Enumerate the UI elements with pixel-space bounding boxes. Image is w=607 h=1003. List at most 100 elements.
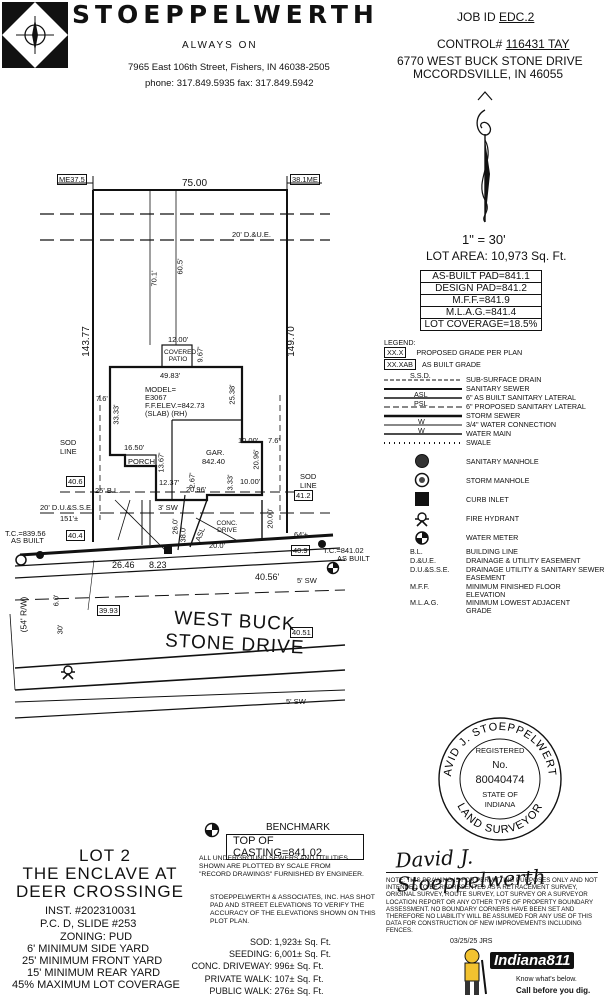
area-table: SOD: 1,923± Sq. Ft. SEEDING: 6,001± Sq. … bbox=[190, 936, 370, 997]
abbr-bl-text: BUILDING LINE bbox=[466, 547, 518, 556]
subdivision-1: THE ENCLAVE AT bbox=[22, 864, 178, 883]
conc-drive-label: CONC. DRIVE bbox=[216, 520, 238, 534]
grade-40-6: 40.6 bbox=[66, 476, 85, 487]
dim-25-38: 25.38' bbox=[227, 384, 237, 405]
subdivision-2: DEER CROSSINGE bbox=[16, 882, 184, 901]
grade-41-2: 41.2 bbox=[294, 490, 313, 501]
legend-asbuilt-text: AS BUILT GRADE bbox=[421, 360, 481, 369]
fire-hydrant-icon bbox=[415, 512, 429, 527]
area-row: PRIVATE WALK: 107± Sq. Ft. bbox=[190, 973, 370, 985]
site-address-2: MCCORDSVILLE, IN 46055 bbox=[413, 67, 564, 81]
legend-line-1: SANITARY SEWER bbox=[466, 384, 530, 393]
dim-13-67: 13.67' bbox=[156, 452, 166, 473]
seal-no: No. bbox=[492, 760, 508, 771]
patio-height: 9.67' bbox=[195, 346, 205, 363]
site-address-1: 6770 WEST BUCK STONE DRIVE bbox=[397, 54, 583, 68]
control-value: 116431 TAY bbox=[505, 37, 570, 51]
model-label: MODEL= bbox=[145, 385, 177, 394]
note-elevations: STOEPPELWERTH & ASSOCIATES, INC. HAS SHO… bbox=[210, 894, 376, 925]
legend-proposed-code: XX.X bbox=[384, 347, 407, 358]
dim-10-00-a: 10.00' bbox=[238, 436, 259, 445]
legend-line-3: 6" PROPOSED SANITARY LATERAL bbox=[466, 402, 586, 411]
dim-20-0: 20.0' bbox=[209, 541, 226, 550]
north-arrow-icon bbox=[476, 91, 493, 223]
dim-40-56: 40.56' bbox=[255, 572, 280, 582]
area-label: PRIVATE WALK: bbox=[204, 973, 272, 984]
control-number: CONTROL# 116431 TAY bbox=[437, 37, 570, 51]
drawing-date: 03/25/25 JRS bbox=[450, 938, 493, 945]
legend-line-symbols bbox=[384, 379, 462, 444]
legend-symbol-2: CURB INLET bbox=[466, 495, 509, 504]
grade-40-9: 40.9 bbox=[291, 545, 310, 556]
company-tagline: ALWAYS ON bbox=[182, 40, 258, 51]
legend-symbol-3: FIRE HYDRANT bbox=[466, 514, 520, 523]
dim-64: 64'± bbox=[294, 530, 308, 539]
dim-60-5: 60.5' bbox=[175, 258, 185, 275]
right-depth: 149.70 bbox=[285, 326, 297, 357]
dim-20-96-v: 20.96' bbox=[251, 449, 261, 470]
dim-20-00: 20.00' bbox=[265, 508, 275, 529]
legend-proposed: XX.X PROPOSED GRADE PER PLAN bbox=[384, 347, 523, 358]
dim-33-33: 33.33' bbox=[111, 404, 121, 425]
dim-6-0: 6.0' bbox=[51, 594, 61, 607]
grade-40-51: 40.51 bbox=[290, 627, 313, 638]
seal-state-of: STATE OF bbox=[482, 790, 518, 799]
area-row: SEEDING: 6,001± Sq. Ft. bbox=[190, 948, 370, 960]
dim-151: 151'± bbox=[60, 514, 79, 523]
indiana811-logo: Indiana811 Know what's below. Call befor… bbox=[456, 946, 606, 1001]
job-id: JOB ID EDC.2 bbox=[457, 10, 534, 24]
job-id-label: JOB ID bbox=[457, 10, 496, 24]
indiana811-tag1: Know what's below. bbox=[516, 976, 577, 983]
patio-width: 12.00' bbox=[168, 335, 189, 344]
area-value: 107± Sq. Ft. bbox=[274, 973, 324, 984]
dim-26-46: 26.46 bbox=[112, 560, 135, 570]
indiana811-brand: Indiana811 bbox=[490, 952, 575, 969]
top-width: 75.00 bbox=[182, 178, 208, 189]
area-value: 996± Sq. Ft. bbox=[274, 961, 324, 972]
front-easement: 20' D.U.&S.S.E. bbox=[40, 503, 94, 512]
abbr-due-text: DRAINAGE & UTILITY EASEMENT bbox=[466, 556, 581, 565]
company-name: STOEPPELWERTH bbox=[72, 0, 379, 29]
note-disclaimer: NOTE: THIS DRAWING IS FOR PERMITTING PUR… bbox=[386, 877, 598, 935]
legend-title: LEGEND: bbox=[384, 338, 416, 347]
dim-30: 30' bbox=[55, 624, 65, 635]
area-label: PUBLIC WALK: bbox=[209, 985, 272, 996]
as-built-pad: AS-BUILT PAD=841.1 bbox=[421, 271, 541, 283]
curb-inlet-icon bbox=[415, 492, 429, 506]
legend-symbol-1: STORM MANHOLE bbox=[466, 476, 530, 485]
sod-line-right: SOD LINE bbox=[300, 472, 317, 490]
area-row: CONC. DRIVEWAY: 996± Sq. Ft. bbox=[190, 960, 370, 972]
garage-label: GAR. bbox=[206, 448, 225, 457]
abbr-mff-text: MINIMUM FINISHED FLOOR ELEVATION bbox=[466, 582, 561, 599]
abbr-mff: M.F.F. bbox=[410, 582, 430, 591]
building-line: 25' B.L. bbox=[95, 486, 121, 495]
grade-40-4: 40.4 bbox=[66, 530, 85, 541]
compass-logo-icon bbox=[2, 2, 68, 68]
plat-cabinet: P.C. D, SLIDE #253 bbox=[40, 918, 137, 930]
sidewalk-5-bottom: 5' SW bbox=[286, 697, 306, 706]
signature-line bbox=[386, 872, 598, 873]
patio-label: COVERED PATIO bbox=[164, 349, 197, 363]
company-phone: phone: 317.849.5935 fax: 317.849.5942 bbox=[145, 78, 314, 89]
abbr-mlag: M.L.A.G. bbox=[410, 598, 439, 607]
indiana811-tag2: Call before you dig. bbox=[516, 986, 591, 995]
mff: M.F.F.=841.9 bbox=[421, 295, 541, 307]
dim-12-37: 12.37' bbox=[159, 478, 180, 487]
dim-10-00-b: 10.00' bbox=[240, 477, 261, 486]
seal-registered: REGISTERED bbox=[475, 746, 525, 755]
lot-area: LOT AREA: 10,973 Sq. Ft. bbox=[426, 249, 567, 263]
sidewalk-5-top: 5' SW bbox=[297, 576, 317, 585]
tc-left: T.C.=839.56 bbox=[5, 529, 46, 538]
grade-39-93: 39.93 bbox=[97, 605, 120, 616]
benchmark-icon bbox=[204, 822, 220, 838]
legend-asbuilt-code: XX.XAB bbox=[384, 359, 416, 370]
abbr-dusse-text: DRAINAGE UTILITY & SANITARY SEWER EASEME… bbox=[466, 565, 605, 582]
sanitary-manhole-icon bbox=[415, 454, 429, 468]
design-pad: DESIGN PAD=841.2 bbox=[421, 283, 541, 295]
water-meter-icon bbox=[415, 531, 429, 545]
mlag: M.L.A.G.=841.4 bbox=[421, 307, 541, 319]
legend-proposed-text: PROPOSED GRADE PER PLAN bbox=[416, 348, 523, 357]
area-value: 1,923± Sq. Ft. bbox=[274, 937, 331, 947]
legend-line-4: STORM SEWER bbox=[466, 411, 521, 420]
abbr-mlag-text: MINIMUM LOWEST ADJACENT GRADE bbox=[466, 598, 570, 615]
